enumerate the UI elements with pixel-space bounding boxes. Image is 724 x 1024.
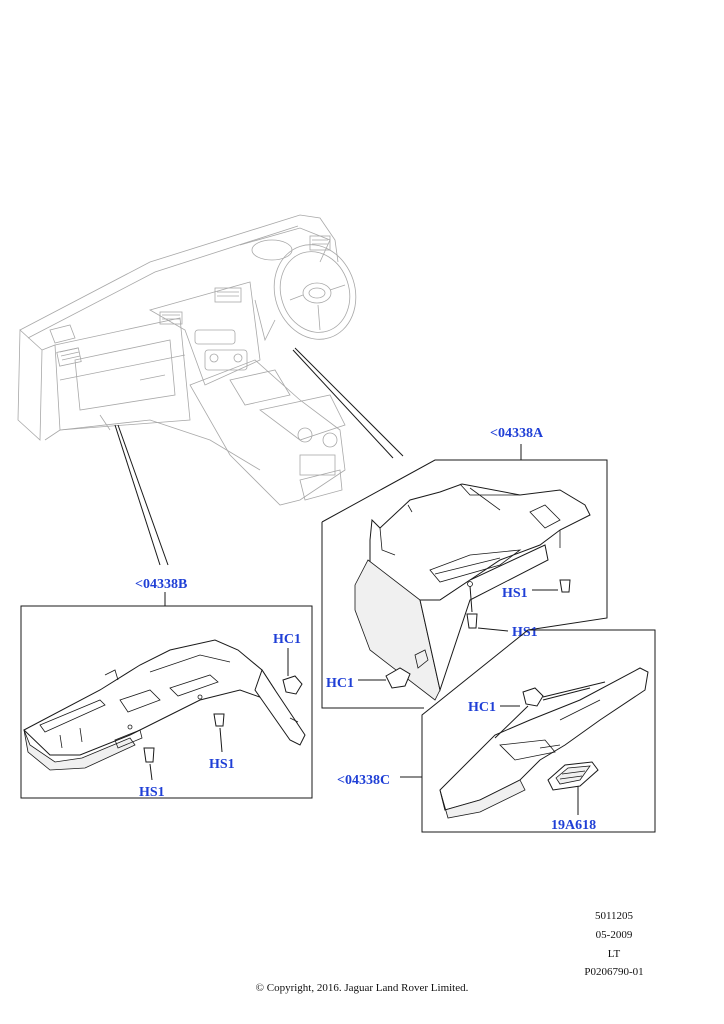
leader-lines-dashboard <box>114 347 404 566</box>
dashboard-overview-illustration <box>17 214 357 506</box>
kit-b-hs1-label-upper: HS1 <box>209 757 235 772</box>
kit-b-frame <box>20 605 313 799</box>
kit-c-label: <04338C <box>337 773 390 788</box>
kit-b-group: <04338B HS1 HS1 HC1 <box>20 577 313 800</box>
kit-b-hc1-label: HC1 <box>273 632 301 647</box>
footer-side: LT <box>607 948 621 960</box>
footer-code: 5011205 <box>594 910 634 922</box>
glovebox-frame-part <box>23 639 306 771</box>
latch-handle-part <box>547 761 599 791</box>
copyright-notice: © Copyright, 2016. Jaguar Land Rover Lim… <box>255 982 469 994</box>
footer-date: 05-2009 <box>595 929 633 941</box>
footer-illustration-id: P0206790-01 <box>584 966 644 978</box>
glovebox-liner-part <box>354 483 591 701</box>
glovebox-lid-part <box>439 667 649 819</box>
kit-b-hs1-label-lower: HS1 <box>139 785 165 800</box>
kit-c-group: <04338C HC1 19A618 <box>337 629 656 833</box>
kit-a-label: <04338A <box>490 426 544 441</box>
kit-a-hs1-label-upper: HS1 <box>502 586 528 601</box>
kit-a-frame <box>321 459 608 631</box>
kit-a-hc1-label: HC1 <box>326 676 354 691</box>
kit-b-label: <04338B <box>135 577 187 592</box>
part-19a618-label: 19A618 <box>551 818 596 833</box>
kit-a-group: <04338A HS1 HS1 HC1 <box>321 426 608 709</box>
kit-c-hc1-label: HC1 <box>468 700 496 715</box>
kit-c-frame <box>421 629 656 833</box>
